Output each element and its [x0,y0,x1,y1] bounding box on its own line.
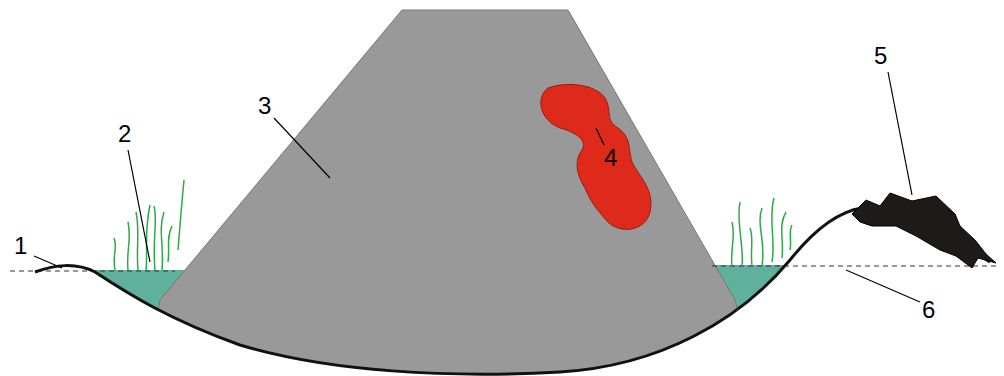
callout-number: 2 [118,122,131,146]
grass [114,180,792,270]
leader-lines [34,72,920,302]
callout-number: 6 [922,298,935,322]
rock-mass [852,193,996,268]
ground-surface [35,207,990,374]
callout-number: 5 [874,44,887,68]
callout-number: 4 [604,146,617,170]
callout-number: 1 [14,234,27,258]
red-inclusion [541,84,651,229]
dump-body [140,10,760,376]
callout-number: 3 [258,94,271,118]
water-level-line [712,265,1000,266]
